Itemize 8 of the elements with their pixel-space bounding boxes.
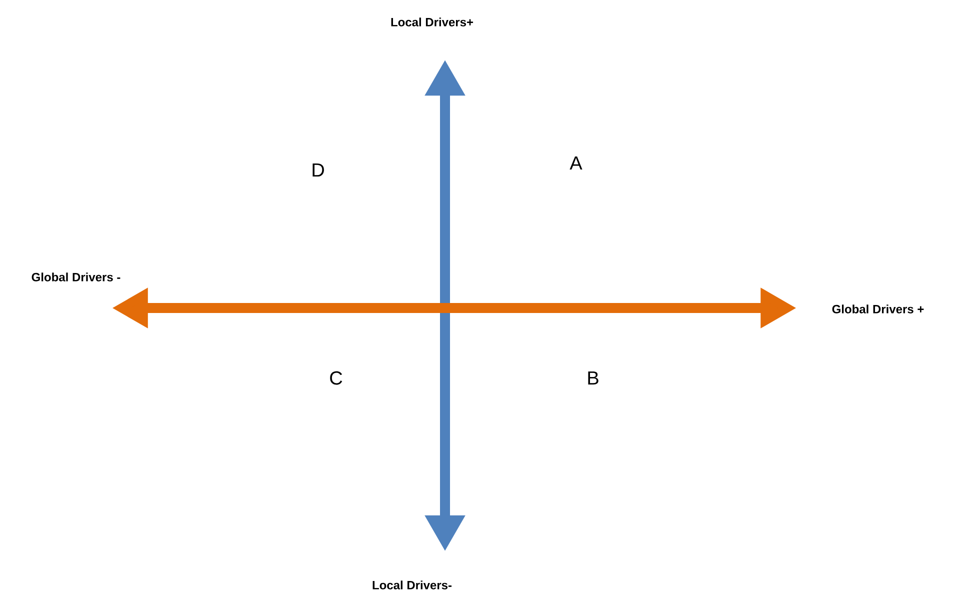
quadrant-letter: B [588,371,598,385]
axis-label: Global Drivers + [832,304,924,314]
axis-label: Local Drivers+ [391,18,474,26]
axis-label: Local Drivers- [372,580,452,590]
axis-label: Global Drivers - [32,272,120,282]
quadrant-letter: C [330,371,342,385]
quadrant-letter: A [570,156,582,170]
quadrant-letter: D [312,163,324,177]
